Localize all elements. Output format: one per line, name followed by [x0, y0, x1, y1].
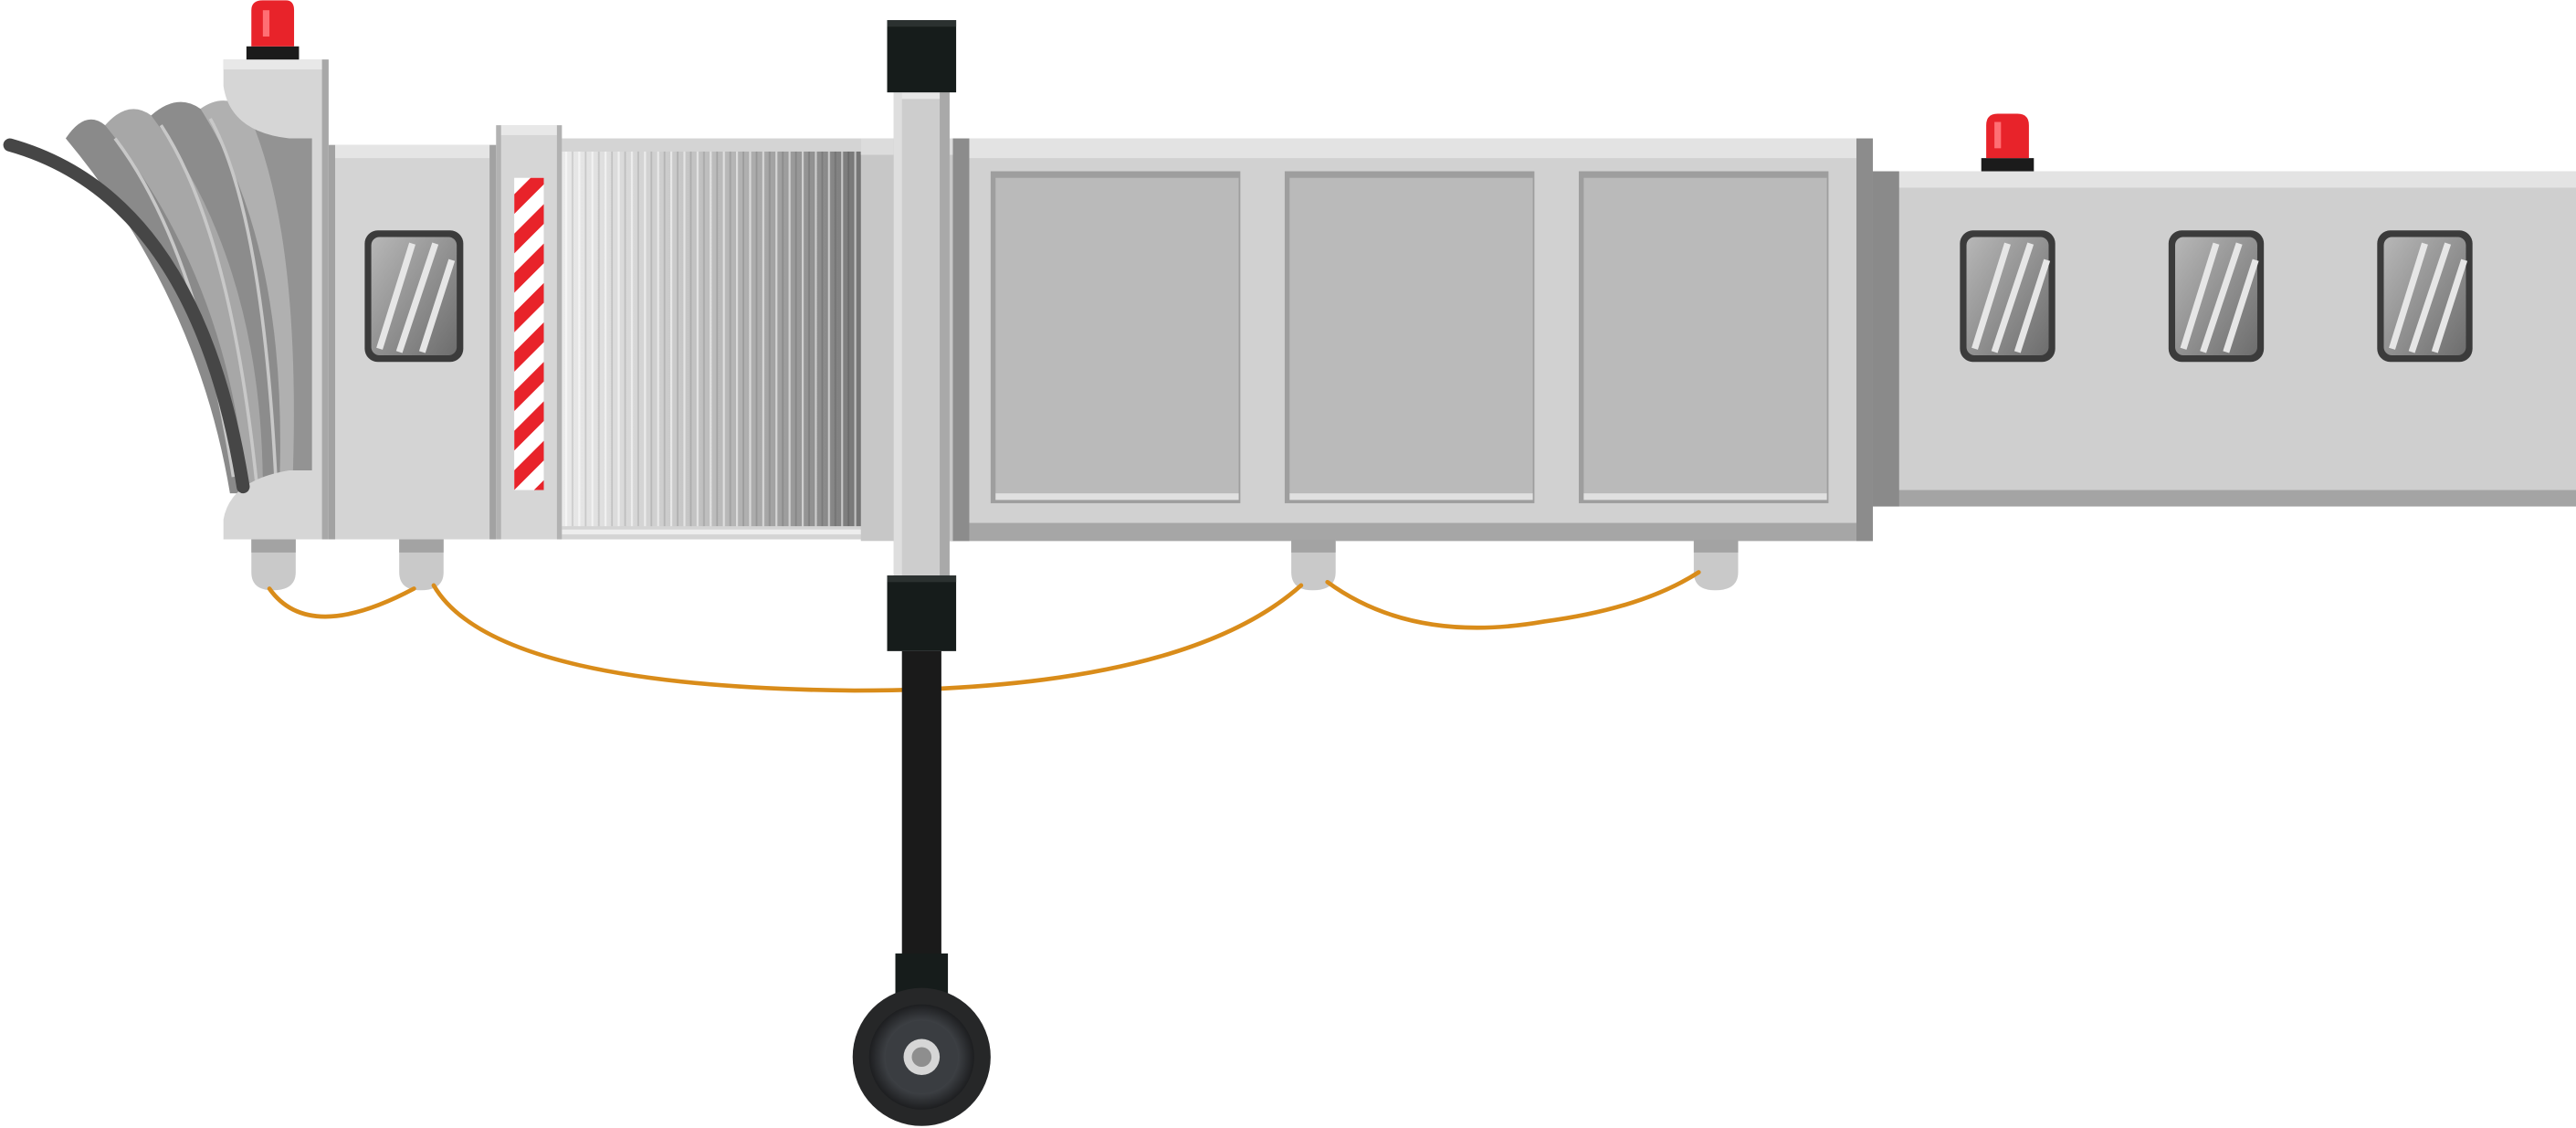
hanger-1: [251, 539, 296, 591]
bumper-hose: [3, 138, 250, 494]
cab-window: [364, 230, 464, 363]
canopy-bellows: [3, 0, 329, 540]
side-panel-2: [1284, 171, 1535, 503]
tunnel-window-2: [2168, 230, 2265, 363]
accordion-section: [558, 138, 871, 540]
cab-module: [328, 125, 563, 540]
beacon-light-icon: [1981, 113, 2035, 172]
support-column: [852, 19, 991, 1126]
outer-tunnel: [1869, 113, 2576, 507]
wheel-icon: [852, 987, 991, 1126]
side-panel-3: [1578, 171, 1829, 503]
tunnel-window-3: [2377, 230, 2473, 363]
hazard-stripe-pillar: [496, 125, 563, 540]
cable-hangers: [251, 539, 1739, 591]
side-panel-1: [990, 171, 1241, 503]
hanger-2: [399, 539, 444, 591]
hanger-4: [1693, 539, 1739, 591]
service-cables: [267, 570, 1701, 693]
beacon-light-icon: [246, 0, 300, 60]
support-leg: [901, 650, 941, 957]
main-body: [949, 138, 1873, 542]
tunnel-window-1: [1960, 230, 2056, 363]
hanger-3: [1291, 539, 1336, 591]
